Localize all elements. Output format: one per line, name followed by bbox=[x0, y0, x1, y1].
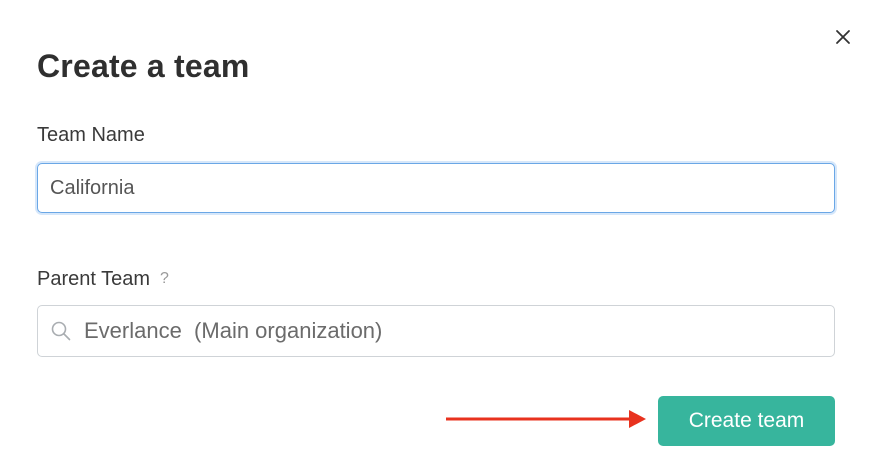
close-button[interactable] bbox=[832, 26, 854, 48]
parent-team-label: Parent Team? bbox=[37, 267, 169, 291]
team-name-field[interactable] bbox=[37, 163, 835, 213]
team-name-input[interactable] bbox=[38, 164, 834, 212]
dialog-title: Create a team bbox=[37, 48, 250, 84]
parent-team-input[interactable] bbox=[38, 306, 834, 356]
parent-team-label-text: Parent Team bbox=[37, 268, 151, 290]
parent-team-field[interactable] bbox=[37, 305, 835, 357]
red-arrow-annotation bbox=[446, 410, 646, 428]
help-icon[interactable]: ? bbox=[160, 270, 169, 287]
team-name-label: Team Name bbox=[37, 123, 145, 147]
team-name-label-text: Team Name bbox=[37, 124, 145, 146]
close-icon bbox=[836, 30, 850, 44]
create-team-button[interactable]: Create team bbox=[658, 396, 835, 446]
